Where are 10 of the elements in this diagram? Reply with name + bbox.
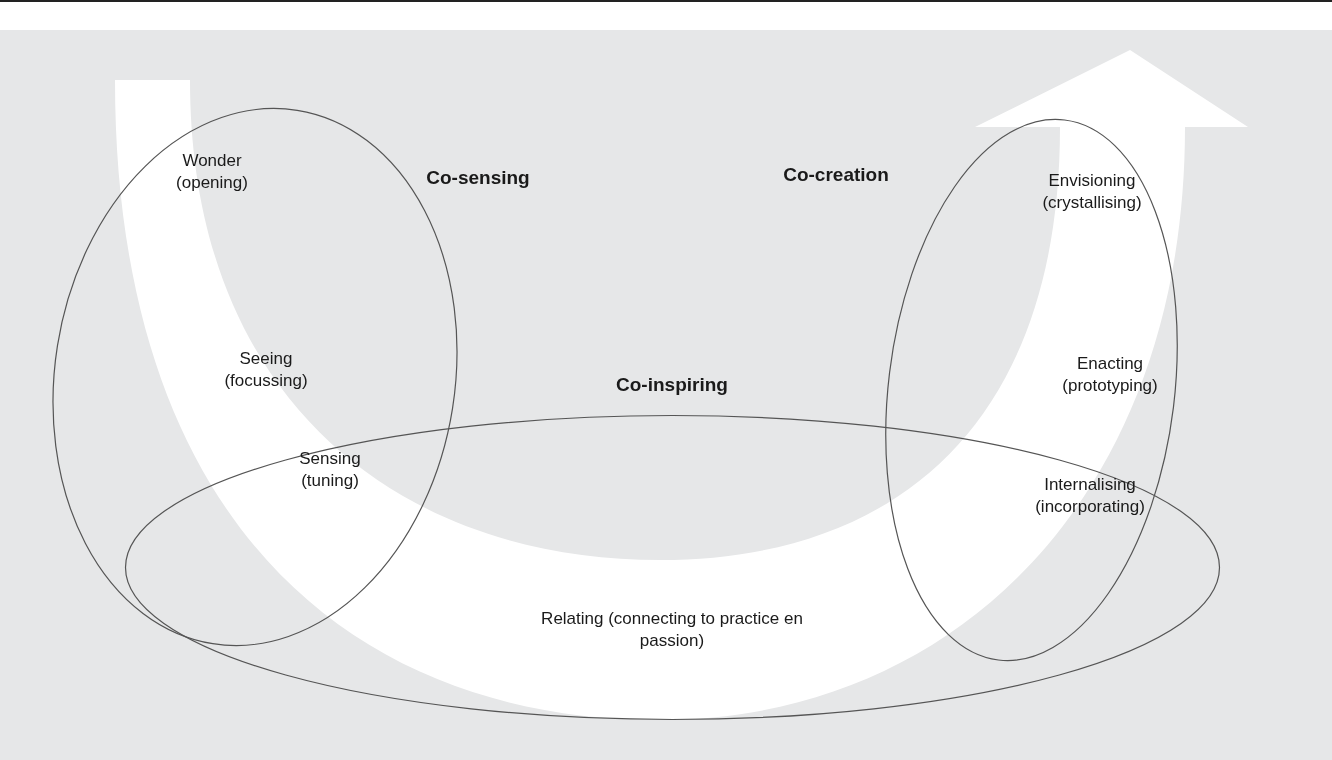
stage-label: Internalising (incorporating) (1034, 473, 1146, 518)
stage-label: Relating (connecting to practice en passion) (540, 607, 804, 652)
phase-heading: Co-sensing (425, 165, 531, 190)
stage-label: Envisioning (crystallising) (1041, 169, 1143, 214)
phase-heading: Co-inspiring (615, 372, 729, 397)
stage-label: Sensing (tuning) (298, 447, 362, 492)
phase-heading: Co-creation (782, 162, 890, 187)
stage-label: Wonder (opening) (175, 149, 249, 194)
stage-label: Seeing (focussing) (223, 347, 309, 392)
stage-label: Enacting (prototyping) (1061, 352, 1159, 397)
